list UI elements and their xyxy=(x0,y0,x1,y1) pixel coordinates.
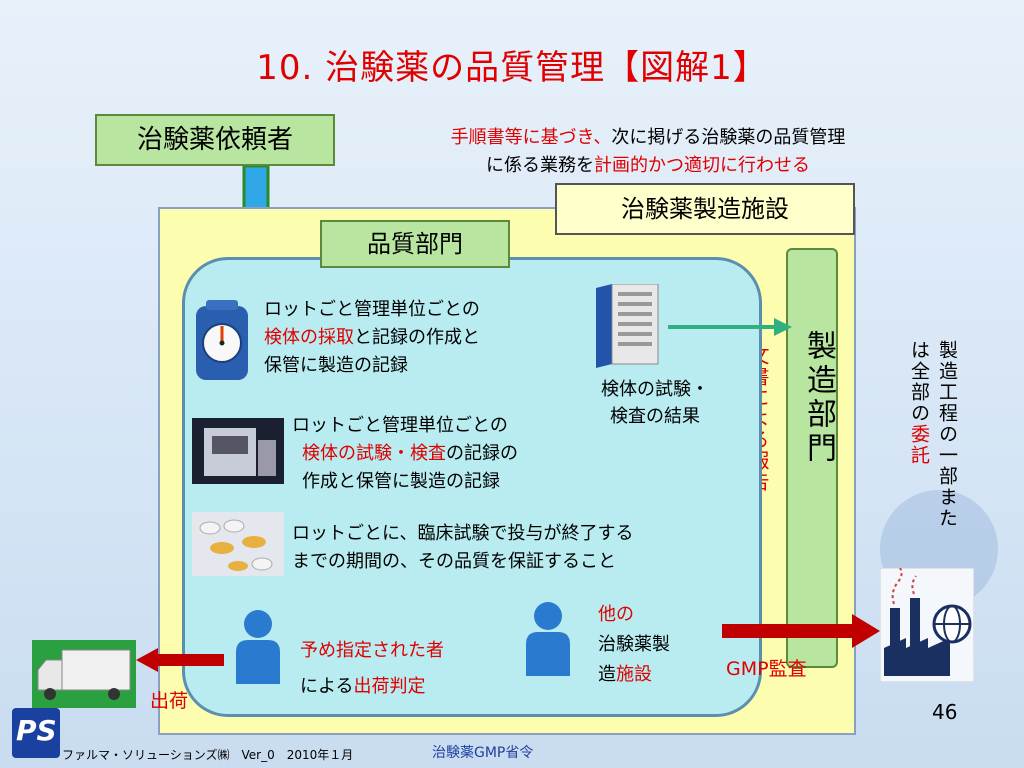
item-sampling-black: と記録の作成と xyxy=(354,327,480,348)
note-red-2: 計画的かつ適切に行わせる xyxy=(594,155,810,176)
other-facility-red: 施設 xyxy=(616,664,652,685)
test-result-line2: 検査の結果 xyxy=(610,406,700,427)
outsource-col1: 製造工程の一部ま xyxy=(936,340,958,508)
document-binder-icon xyxy=(596,284,659,368)
gmp-audit-arrow-icon xyxy=(722,614,880,648)
company-logo: PS xyxy=(12,708,60,758)
requester-box: 治験薬依頼者 xyxy=(95,114,335,166)
manufacturing-dept-box xyxy=(786,248,838,668)
pills-icon xyxy=(192,512,284,576)
scale-icon xyxy=(196,300,248,380)
designated-person-label: 予め指定された者 xyxy=(300,640,444,661)
footer-company: ファルマ・ソリューションズ㈱ Ver_0 2010年１月 xyxy=(62,748,354,762)
by-label: による xyxy=(300,676,354,697)
instruction-note: 手順書等に基づき、次に掲げる治験薬の品質管理 に係る業務を計画的かつ適切に行わせ… xyxy=(368,124,928,180)
logo-text: PS xyxy=(16,714,57,747)
item-guarantee: ロットごとに、臨床試験で投与が終了する までの期間の、その品質を保証すること xyxy=(292,520,633,576)
outsource-col2: たは全部の xyxy=(908,340,958,529)
item-sampling-line3: 保管に製造の記録 xyxy=(264,355,408,376)
other-facility-text: 他の 治験薬製 造施設 xyxy=(598,600,670,690)
outsource-red: 委託 xyxy=(908,424,930,466)
item-guarantee-line2: までの期間の、その品質を保証すること xyxy=(292,551,616,572)
note-black-1: 次に掲げる治験薬の品質管理 xyxy=(611,127,846,148)
shipping-decision-label: 出荷判定 xyxy=(353,676,426,697)
item-testing-black: の記録の xyxy=(446,443,518,464)
left-arrow-icon xyxy=(136,648,224,672)
test-result-line1: 検体の試験・ xyxy=(601,379,709,400)
item-sampling-line1: ロットごと管理単位ごとの xyxy=(264,299,480,320)
page-number: 46 xyxy=(932,700,958,724)
item-sampling-red: 検体の採取 xyxy=(264,327,354,348)
item-testing: ロットごと管理単位ごとの 検体の試験・検査の記録の 作成と保管に製造の記録 xyxy=(292,412,518,496)
other-facility-line2: 治験薬製 xyxy=(598,634,670,655)
quality-dept-label: 品質部門 xyxy=(320,220,510,268)
note-red-1: 手順書等に基づき、 xyxy=(450,127,612,148)
item-testing-line3: 作成と保管に製造の記録 xyxy=(302,471,500,492)
item-testing-red: 検体の試験・検査 xyxy=(302,443,446,464)
item-sampling: ロットごと管理単位ごとの 検体の採取と記録の作成と 保管に製造の記録 xyxy=(264,296,480,380)
shipping-judge-text: 予め指定された者 による出荷判定 xyxy=(300,633,444,705)
item-guarantee-line1: ロットごとに、臨床試験で投与が終了する xyxy=(292,523,634,544)
page-title: 10. 治験薬の品質管理【図解1】 xyxy=(256,48,768,88)
other-label: 他の xyxy=(598,604,634,625)
manufacturing-dept-label: 製造部門 xyxy=(801,330,836,466)
test-result-label: 検体の試験・ 検査の結果 xyxy=(585,376,725,430)
gmp-audit-label: GMP監査 xyxy=(726,658,807,680)
other-facility-black: 造 xyxy=(598,664,616,685)
footer-title: 治験薬GMP省令 xyxy=(432,745,534,761)
quality-dept-area xyxy=(182,257,762,717)
person-icon xyxy=(236,610,280,684)
note-black-2: に係る業務を xyxy=(486,155,594,176)
right-arrow-icon xyxy=(668,318,792,336)
item-testing-line1: ロットごと管理単位ごとの xyxy=(292,415,508,436)
person-icon-2 xyxy=(526,602,570,676)
shipping-label: 出荷 xyxy=(150,690,189,712)
truck-icon xyxy=(32,640,136,708)
analyzer-machine-icon xyxy=(192,418,284,484)
factory-icon xyxy=(880,568,974,682)
facility-label: 治験薬製造施設 xyxy=(555,183,855,235)
outsourcing-note: 製造工程の一部または全部の委託 xyxy=(905,340,961,530)
